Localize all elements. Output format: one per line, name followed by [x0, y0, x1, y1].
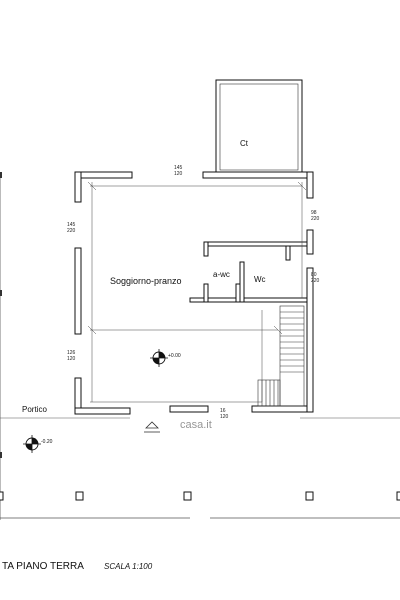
dimension-lines	[87, 181, 307, 403]
plan-title: TA PIANO TERRA	[2, 561, 84, 572]
level-label-exterior: -0.20	[41, 439, 53, 445]
dim-left-top-b: 220	[67, 228, 76, 234]
ct-room: Ct	[215, 79, 303, 173]
room-label-wc: Wc	[254, 275, 266, 284]
plan-scale: SCALA 1:100	[104, 562, 153, 571]
room-label-ct: Ct	[240, 139, 249, 148]
dim-bottom-a: 16	[220, 408, 226, 414]
portico-outline	[0, 172, 400, 520]
room-label-portico: Portico	[22, 405, 47, 414]
interior-walls	[189, 241, 308, 303]
dim-top-a: 145	[174, 165, 183, 171]
room-label-awc: a-wc	[213, 270, 230, 279]
dimension-labels: 145 120 145 220 98 220 80 220 126 120 16…	[67, 165, 320, 420]
dim-right-top-a: 98	[311, 210, 317, 216]
dim-right-top-b: 220	[311, 216, 320, 222]
level-marker-interior: +0.00	[150, 349, 181, 367]
level-label-interior: +0.00	[168, 353, 181, 359]
room-label-soggiorno: Soggiorno-pranzo	[110, 276, 182, 286]
staircase	[257, 305, 305, 407]
dim-top-b: 120	[174, 171, 183, 177]
dim-left-bot-a: 126	[67, 350, 76, 356]
level-marker-exterior: -0.20	[23, 435, 53, 453]
watermark-logo: casa.it	[180, 419, 212, 431]
dim-left-top-a: 145	[67, 222, 76, 228]
entrance-arrow-icon	[145, 421, 159, 429]
dim-bottom-b: 120	[220, 414, 229, 420]
dim-left-bot-b: 120	[67, 356, 76, 362]
exterior-walls	[74, 171, 314, 415]
dim-right-mid-b: 220	[311, 278, 320, 284]
dim-right-mid-a: 80	[311, 272, 317, 278]
